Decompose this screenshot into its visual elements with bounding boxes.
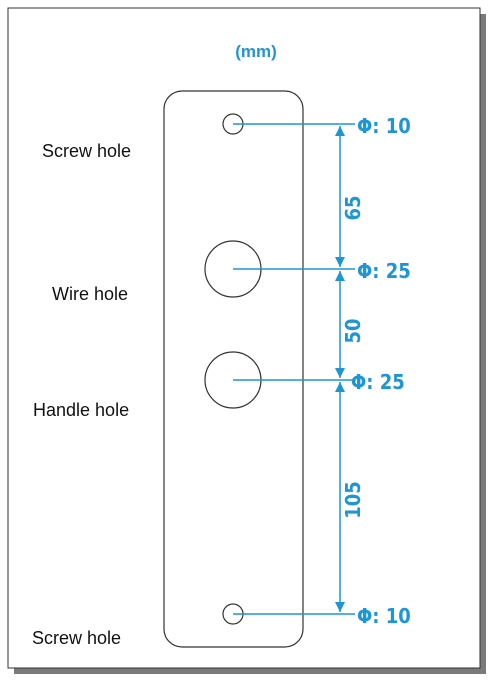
label-wire-hole: Wire hole (52, 284, 128, 304)
spacing-65: 65 (341, 195, 365, 220)
label-screw-hole-top: Screw hole (42, 141, 131, 161)
spacing-105: 105 (341, 481, 365, 519)
diameter-screw-bottom: Φ: 10 (357, 604, 411, 628)
diameter-wire: Φ: 25 (357, 259, 411, 283)
label-screw-hole-bottom: Screw hole (32, 628, 121, 648)
diameter-screw-top: Φ: 10 (357, 114, 411, 138)
diameter-handle: Φ: 25 (351, 370, 405, 394)
unit-label: (mm) (235, 42, 277, 61)
label-handle-hole: Handle hole (33, 400, 129, 420)
spacing-50: 50 (341, 318, 365, 343)
